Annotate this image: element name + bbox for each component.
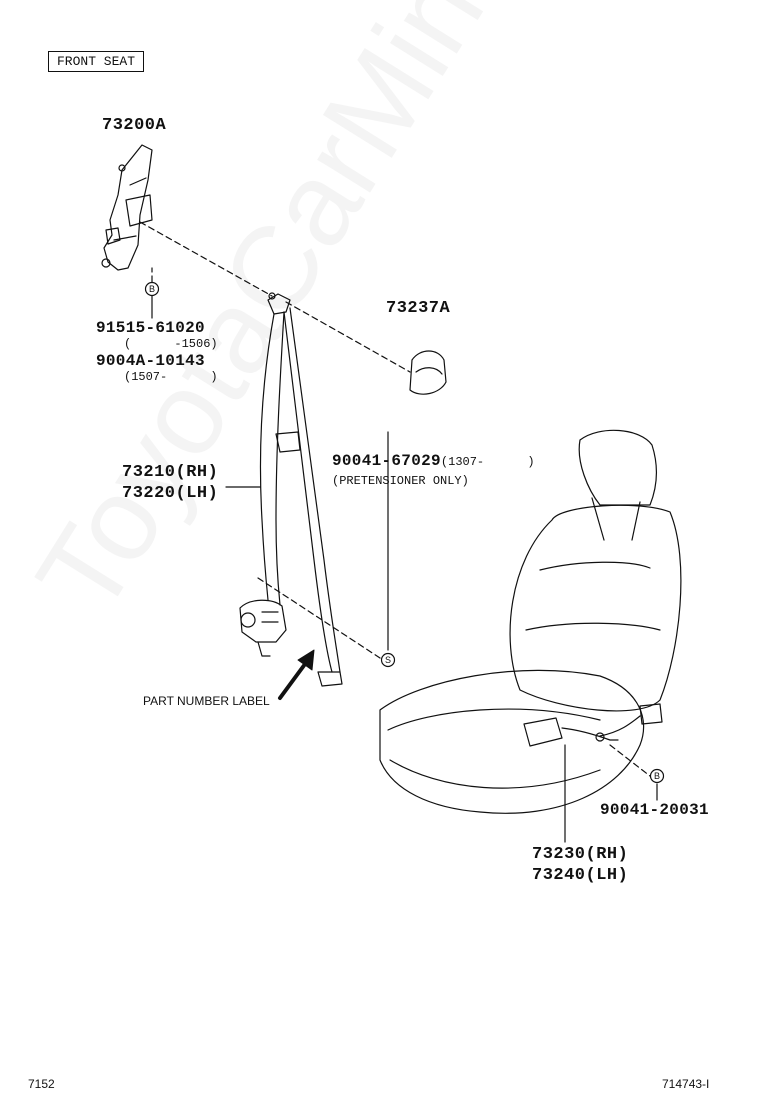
belt-assembly-drawing [239,292,343,687]
marker-b-1: B [149,284,155,294]
bolt-a-1-range: ( -1506) [124,337,218,351]
part-number-buckle-lh[interactable]: 73240(LH) [532,866,629,885]
marker-b-2: B [654,771,660,781]
bolt-pret-line: 90041-67029(1307- ) [332,453,535,469]
seat-drawing [379,429,682,814]
bolt-pret-range: (1307- ) [440,455,535,469]
part-number-label-caption: PART NUMBER LABEL [143,694,270,708]
section-label: FRONT SEAT [48,51,145,72]
part-number-belt-lh[interactable]: 73220(LH) [122,484,219,503]
upper-anchor-drawing [101,144,153,271]
part-number-cover[interactable]: 73237A [386,299,451,318]
marker-s: S [385,655,391,665]
cover-drawing [409,350,447,395]
part-number-bolt-pret[interactable]: 90041-67029 [332,452,441,470]
part-number-belt-rh[interactable]: 73210(RH) [122,463,219,482]
part-number-anchor-top[interactable]: 73200A [102,116,167,135]
part-number-buckle-rh[interactable]: 73230(RH) [532,845,629,864]
footer-diagram-code: 714743-I [662,1077,710,1091]
part-number-bolt-buckle[interactable]: 90041-20031 [600,801,709,819]
footer-page-code: 7152 [28,1077,55,1091]
bolt-pret-note: (PRETENSIONER ONLY) [332,474,469,488]
bolt-a-2-range: (1507- ) [124,370,218,384]
part-number-bolt-a-1[interactable]: 91515-61020 [96,319,205,337]
part-number-bolt-a-2[interactable]: 9004A-10143 [96,352,205,370]
buckle-drawing [523,703,663,747]
